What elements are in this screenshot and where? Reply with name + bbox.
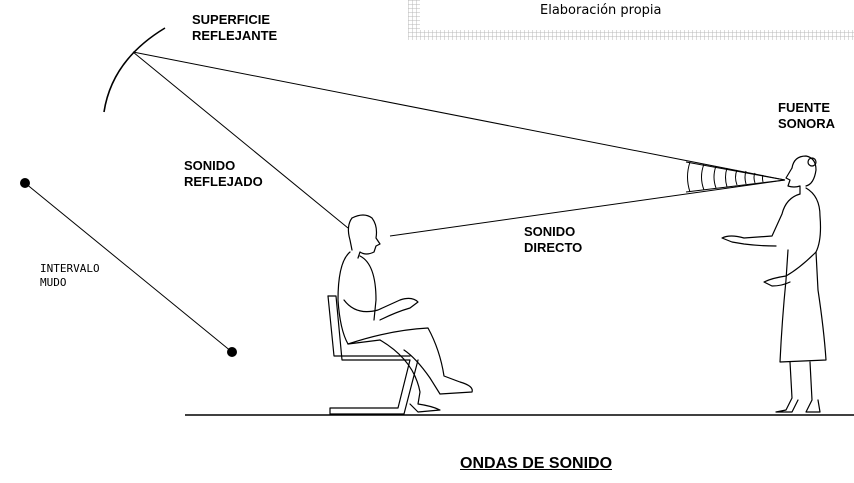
direct-sound-label-line2: DIRECTO: [524, 240, 583, 255]
ray-surface-to-source: [132, 51, 786, 181]
reflected-sound-label-line2: REFLEJADO: [184, 174, 263, 189]
interval-start-dot: [20, 178, 30, 188]
sound-source-label-line1: FUENTE: [778, 100, 830, 115]
source-note: Elaboración propia: [540, 3, 662, 18]
sound-source-label-line2: SONORA: [778, 116, 836, 131]
interval-end-dot: [227, 347, 237, 357]
hatch-pattern: [408, 0, 854, 40]
ray-direct: [389, 179, 786, 237]
ray-surface-to-listener: [132, 51, 349, 229]
reflective-surface-label-line2: REFLEJANTE: [192, 28, 278, 43]
seated-listener-figure: [327, 214, 473, 415]
reflective-surface-arc: [103, 27, 166, 113]
direct-sound-label-line1: SONIDO: [524, 224, 576, 239]
standing-speaker-figure: [721, 155, 827, 413]
direct-sound-label: SONIDO DIRECTO: [524, 224, 582, 256]
silent-interval-label-line2: MUDO: [40, 276, 67, 289]
diagram-title: ONDAS DE SONIDO: [460, 455, 613, 472]
silent-interval-label: INTERVALO MUDO: [40, 262, 100, 290]
reflective-surface-label-line1: SUPERFICIE: [192, 12, 271, 27]
reflected-sound-label: SONIDO REFLEJADO: [184, 158, 263, 190]
silent-interval-label-line1: INTERVALO: [40, 262, 100, 275]
sound-wave-cone: [685, 161, 786, 193]
silent-interval-line: [24, 182, 233, 353]
reflected-sound-label-line1: SONIDO: [184, 158, 236, 173]
sound-source-label: FUENTE SONORA: [778, 100, 835, 132]
source-note-box: [408, 0, 854, 40]
reflective-surface-label: SUPERFICIE REFLEJANTE: [192, 12, 277, 44]
